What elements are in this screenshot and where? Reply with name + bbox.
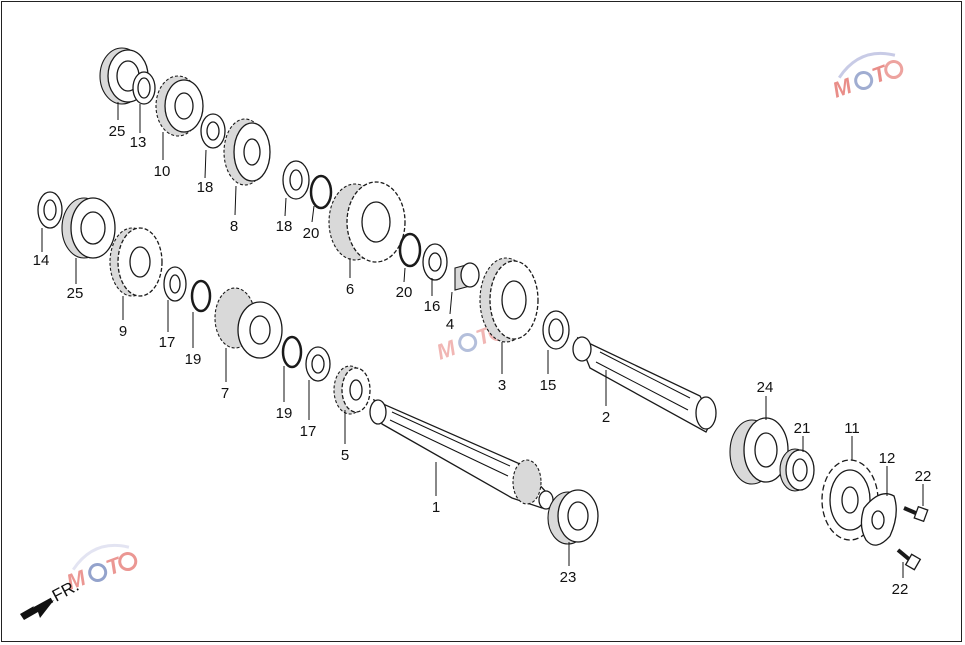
callout-21: 21 <box>794 420 811 437</box>
mainshaft-1 <box>369 398 554 510</box>
gear-10 <box>155 75 204 137</box>
bolt-22-upper <box>903 505 929 523</box>
callout-24: 24 <box>757 379 774 396</box>
callout-22-lower: 22 <box>892 581 909 598</box>
washer-13 <box>132 71 156 105</box>
leader-lines <box>41 102 924 578</box>
spline-washer-16 <box>422 243 448 281</box>
circlip-19-lower <box>281 335 303 369</box>
washer-14 <box>37 191 63 229</box>
watermark-logo-bottom: M T <box>63 543 138 595</box>
circlip-19-upper <box>190 279 212 313</box>
bearing-25-lower <box>61 197 116 259</box>
callout-2: 2 <box>602 409 610 426</box>
bearing-24 <box>729 417 789 485</box>
gear-6 <box>328 181 406 263</box>
bushing-4 <box>454 262 480 291</box>
oil-seal-21 <box>779 448 815 492</box>
callout-14: 14 <box>33 252 50 269</box>
circlip-20-upper <box>309 174 333 210</box>
callout-8: 8 <box>230 218 238 235</box>
callout-10: 10 <box>154 163 171 180</box>
callout-23: 23 <box>560 569 577 586</box>
front-direction-arrow-icon <box>20 597 54 620</box>
callout-11: 11 <box>844 420 860 437</box>
callout-3: 3 <box>498 377 506 394</box>
gear-5 <box>333 365 371 415</box>
callout-18-middle: 18 <box>276 218 293 235</box>
callout-5: 5 <box>341 447 349 464</box>
bolt-22-lower <box>896 548 922 571</box>
gear-8 <box>223 118 271 186</box>
gear-7 <box>214 287 283 359</box>
callout-17-lower: 17 <box>300 423 317 440</box>
svg-text:M: M <box>433 335 459 365</box>
callout-6: 6 <box>346 281 354 298</box>
circlip-20-lower <box>398 232 422 268</box>
washer-15 <box>542 310 570 350</box>
spline-washer-18-middle <box>282 160 310 200</box>
callout-labels: 25 13 10 18 8 18 20 6 20 16 4 3 15 2 14 … <box>33 123 932 598</box>
gear-3 <box>479 257 539 343</box>
callout-19-lower: 19 <box>276 405 293 422</box>
callout-15: 15 <box>540 377 557 394</box>
callout-22-upper: 22 <box>915 468 932 485</box>
callout-20-upper: 20 <box>303 225 320 242</box>
callout-12: 12 <box>879 450 896 467</box>
gear-9 <box>109 227 163 297</box>
callout-1: 1 <box>432 499 440 516</box>
spline-washer-18-upper <box>200 113 226 149</box>
bearing-23 <box>547 489 599 545</box>
callout-19-upper: 19 <box>185 351 202 368</box>
callout-4: 4 <box>446 316 454 333</box>
svg-text:M: M <box>829 73 855 103</box>
callout-16: 16 <box>424 298 441 315</box>
callout-9: 9 <box>119 323 127 340</box>
callout-13: 13 <box>130 134 147 151</box>
watermark-logo-top: M T <box>829 51 904 103</box>
callout-20-lower: 20 <box>396 284 413 301</box>
callout-25-upper: 25 <box>109 123 126 140</box>
callout-18-upper: 18 <box>197 179 214 196</box>
callout-7: 7 <box>221 385 229 402</box>
spline-washer-17-upper <box>163 266 187 302</box>
countershaft-2 <box>572 336 717 433</box>
callout-17-upper: 17 <box>159 334 176 351</box>
callout-25-lower: 25 <box>67 285 84 302</box>
fixing-plate-12 <box>860 493 897 546</box>
spline-washer-17-lower <box>305 346 331 382</box>
